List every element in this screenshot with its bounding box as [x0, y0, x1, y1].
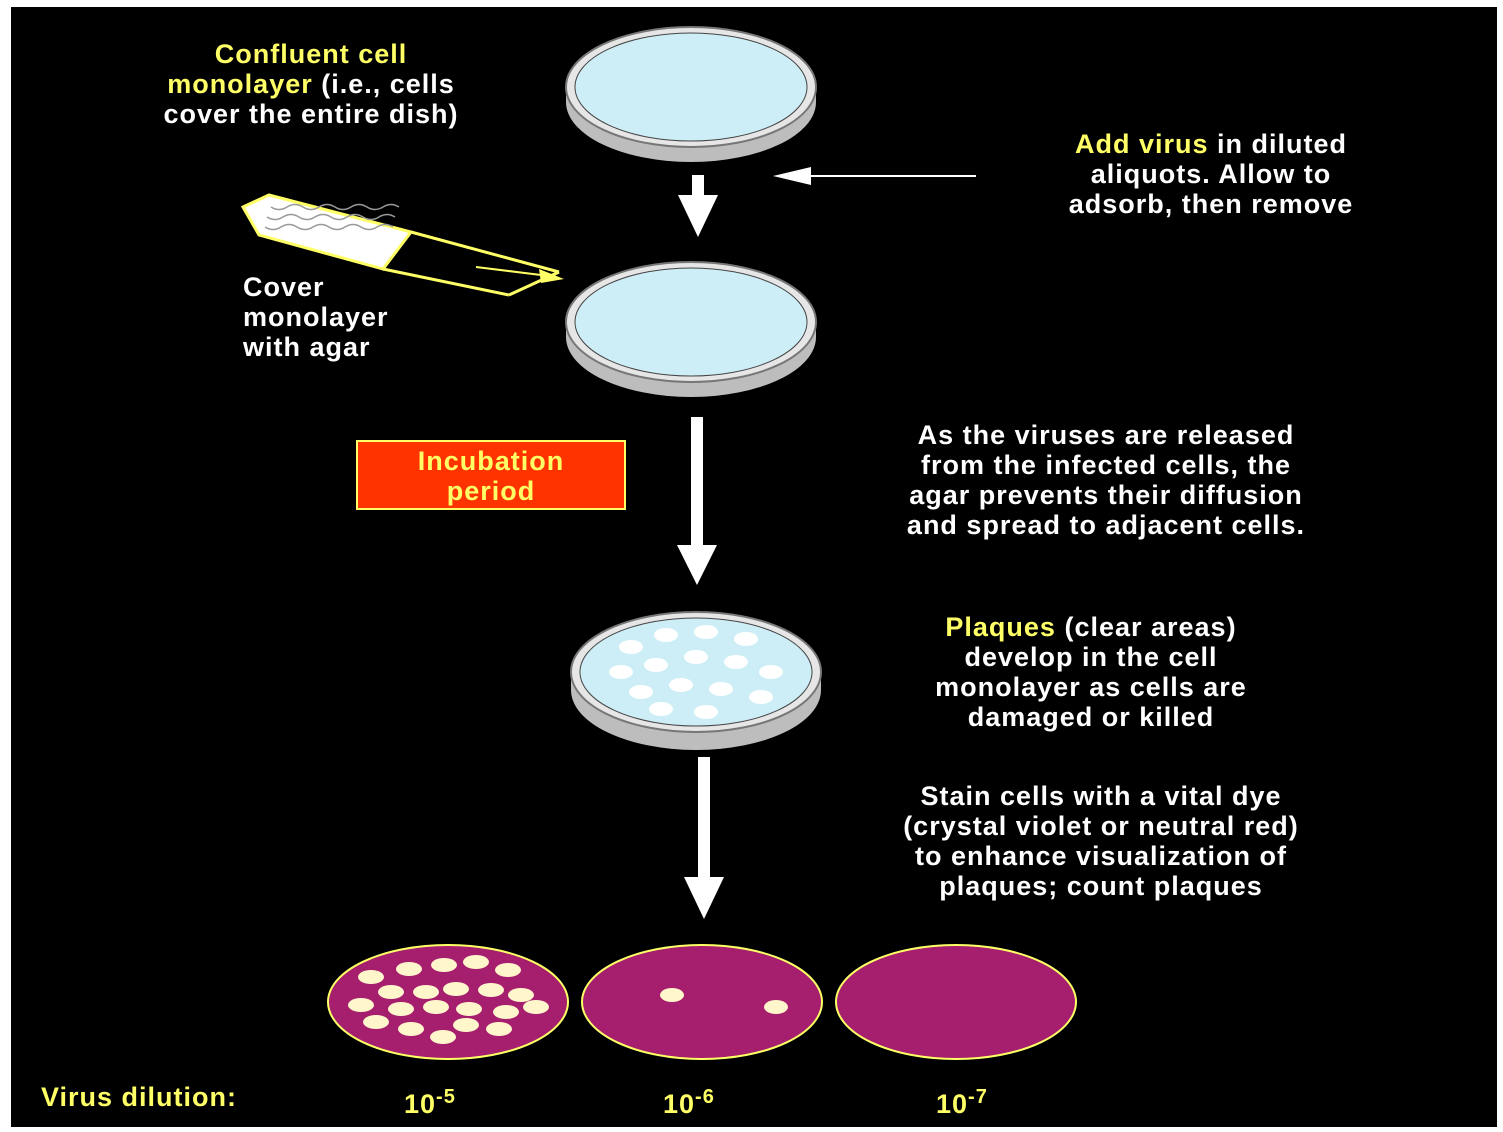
incubation-line2: period	[358, 476, 624, 506]
arrow-add-virus	[773, 167, 976, 185]
add-virus-line1: Add virus in diluted	[986, 129, 1436, 159]
cover-line3: with agar	[243, 332, 503, 362]
released-line1: As the viruses are released	[786, 420, 1426, 450]
released-line3: agar prevents their diffusion	[786, 480, 1426, 510]
confluent-line1: Confluent cell	[81, 39, 541, 69]
label-confluent-monolayer: Confluent cell monolayer (i.e., cells co…	[81, 39, 541, 129]
arrow-down-3	[684, 757, 724, 919]
dilution-1e-5-exp: -5	[436, 1086, 456, 1108]
label-dilution-1e-6: 10-6	[663, 1082, 715, 1119]
stained-plate-1e-7	[836, 945, 1076, 1059]
confluent-line2-rest: (i.e., cells	[313, 69, 455, 99]
plaques-line1-rest: (clear areas)	[1056, 612, 1237, 642]
add-virus-highlight: Add virus	[1075, 129, 1209, 159]
petri-dish-plaques	[571, 612, 821, 750]
dilution-1e-6-exp: -6	[695, 1086, 715, 1108]
confluent-line3: cover the entire dish)	[81, 99, 541, 129]
stain-line4: plaques; count plaques	[791, 871, 1411, 901]
confluent-line2: monolayer (i.e., cells	[81, 69, 541, 99]
plaques-line3: monolayer as cells are	[841, 672, 1341, 702]
label-add-virus: Add virus in diluted aliquots. Allow to …	[986, 129, 1436, 219]
label-stain-cells: Stain cells with a vital dye (crystal vi…	[791, 781, 1411, 901]
arrow-down-2	[677, 417, 717, 585]
add-virus-line1-rest: in diluted	[1209, 129, 1348, 159]
plaques-highlight: Plaques	[945, 612, 1056, 642]
confluent-line2-highlight: monolayer	[167, 69, 313, 99]
label-dilution-1e-7: 10-7	[936, 1082, 988, 1119]
stain-line3: to enhance visualization of	[791, 841, 1411, 871]
incubation-line1: Incubation	[358, 446, 624, 476]
stained-plate-1e-5	[328, 945, 568, 1059]
stain-line1: Stain cells with a vital dye	[791, 781, 1411, 811]
arrow-down-1	[678, 175, 718, 237]
plaques-line2: develop in the cell	[841, 642, 1341, 672]
label-viruses-released: As the viruses are released from the inf…	[786, 420, 1426, 540]
stain-line2: (crystal violet or neutral red)	[791, 811, 1411, 841]
incubation-period-box: Incubation period	[356, 440, 626, 510]
label-plaques: Plaques (clear areas) develop in the cel…	[841, 612, 1341, 732]
add-virus-line3: adsorb, then remove	[986, 189, 1436, 219]
add-virus-line2: aliquots. Allow to	[986, 159, 1436, 189]
label-virus-dilution: Virus dilution:	[41, 1082, 237, 1112]
dilution-1e-7-exp: -7	[968, 1086, 988, 1108]
plaques-line4: damaged or killed	[841, 702, 1341, 732]
cover-line1: Cover	[243, 272, 503, 302]
dilution-1e-5-base: 10	[404, 1089, 436, 1119]
released-line4: and spread to adjacent cells.	[786, 510, 1426, 540]
label-cover-agar: Cover monolayer with agar	[243, 272, 503, 362]
plaques-line1: Plaques (clear areas)	[841, 612, 1341, 642]
petri-dish-confluent	[566, 27, 816, 162]
label-dilution-1e-5: 10-5	[404, 1082, 456, 1119]
stained-plate-1e-6	[582, 945, 822, 1059]
cover-line2: monolayer	[243, 302, 503, 332]
petri-dish-agar	[566, 262, 816, 397]
dilution-1e-6-base: 10	[663, 1089, 695, 1119]
released-line2: from the infected cells, the	[786, 450, 1426, 480]
plaque-assay-diagram: Confluent cell monolayer (i.e., cells co…	[11, 7, 1497, 1127]
dilution-1e-7-base: 10	[936, 1089, 968, 1119]
